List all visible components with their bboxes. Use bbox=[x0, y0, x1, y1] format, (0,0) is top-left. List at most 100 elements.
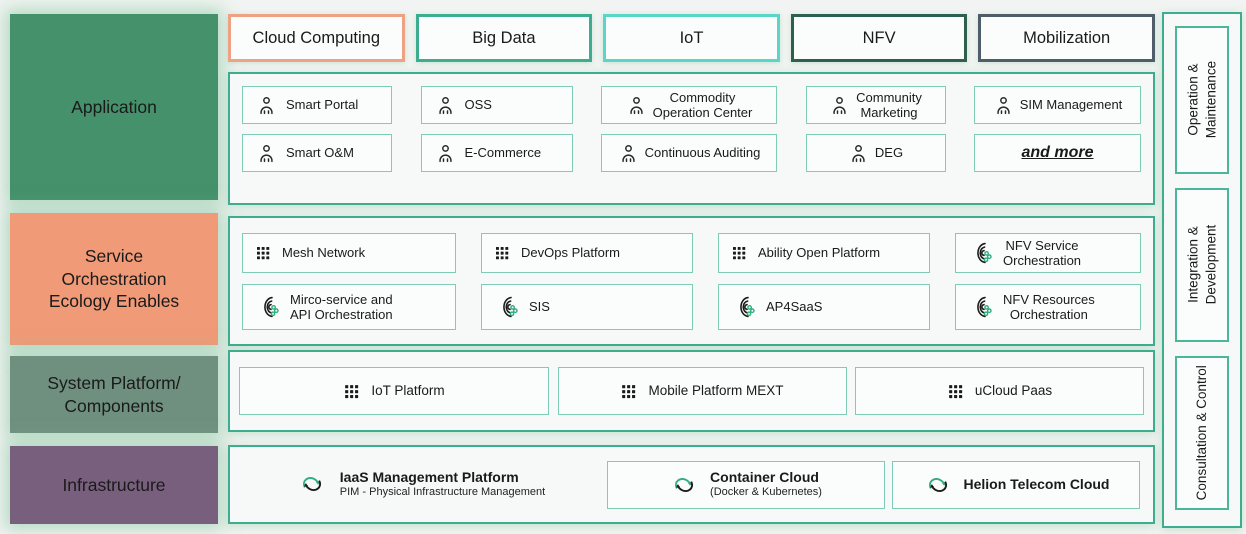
grid-icon bbox=[343, 383, 360, 400]
application-section: Smart Portal OSS Commodity Operation Cen… bbox=[228, 72, 1155, 205]
category-label: Infrastructure bbox=[62, 474, 166, 495]
tab-mobilization: Mobilization bbox=[978, 14, 1155, 62]
user-icon bbox=[626, 95, 647, 116]
grid-icon bbox=[494, 245, 510, 261]
grid-icon bbox=[947, 383, 964, 400]
tab-label: Big Data bbox=[472, 28, 536, 47]
app-item-deg: DEG bbox=[805, 134, 946, 172]
sys-item-mobile-platform-mext: Mobile Platform MEXT bbox=[557, 367, 847, 415]
tab-cloud-computing: Cloud Computing bbox=[228, 14, 405, 62]
lifecycle-column: Operation & Maintenance Integration & De… bbox=[1162, 12, 1242, 528]
item-label: Continuous Auditing bbox=[644, 145, 761, 161]
cloud-sync-icon bbox=[297, 471, 327, 497]
category-label: System Platform/ Components bbox=[47, 372, 181, 416]
app-item-sim-management: SIM Management bbox=[974, 86, 1141, 124]
tab-label: NFV bbox=[862, 28, 896, 47]
svc-item-ability-open-platform: Ability Open Platform bbox=[718, 233, 930, 273]
category-label: Service Orchestration Ecology Enables bbox=[48, 245, 180, 312]
category-infrastructure: Infrastructure bbox=[10, 446, 218, 524]
grid-icon bbox=[255, 245, 271, 261]
category-application: Application bbox=[10, 14, 218, 200]
item-label: IoT Platform bbox=[371, 383, 445, 399]
svc-item-nfv-resources-orchestration: NFV Resources Orchestration bbox=[955, 284, 1141, 330]
orchestration-icon bbox=[968, 241, 992, 265]
svc-item-devops-platform: DevOps Platform bbox=[481, 233, 693, 273]
lifecycle-integration-development: Integration & Development bbox=[1175, 188, 1229, 342]
item-label: AP4SaaS bbox=[766, 299, 823, 315]
user-icon bbox=[256, 95, 277, 116]
tab-label: IoT bbox=[679, 28, 704, 47]
user-icon bbox=[435, 143, 456, 164]
cloud-sync-icon bbox=[669, 472, 699, 498]
app-item-and-more: and more bbox=[974, 134, 1141, 172]
orchestration-icon bbox=[255, 295, 279, 319]
app-item-e-commerce: E-Commerce bbox=[420, 134, 573, 172]
item-label: Mesh Network bbox=[282, 245, 366, 261]
lifecycle-operation-maintenance: Operation & Maintenance bbox=[1175, 26, 1229, 174]
orchestration-icon bbox=[968, 295, 992, 319]
orchestration-icon bbox=[494, 295, 518, 319]
svc-item-microservice-api-orchestration: Mirco-service and API Orchestration bbox=[242, 284, 456, 330]
cloud-sync-icon bbox=[923, 472, 953, 498]
tab-iot: IoT bbox=[603, 14, 780, 62]
app-item-oss: OSS bbox=[420, 86, 573, 124]
orchestration-icon bbox=[731, 295, 755, 319]
item-title: Container Cloud bbox=[710, 469, 819, 486]
category-service-orchestration: Service Orchestration Ecology Enables bbox=[10, 213, 218, 345]
infra-item-container-cloud: Container Cloud(Docker & Kubernetes) bbox=[606, 460, 885, 509]
category-label: Application bbox=[71, 96, 157, 117]
item-label: and more bbox=[1021, 143, 1094, 161]
tab-label: Mobilization bbox=[1023, 28, 1111, 47]
infra-item-helion-telecom-cloud: Helion Telecom Cloud bbox=[892, 460, 1140, 509]
item-subtitle: PIM - Physical Infrastructure Management bbox=[339, 486, 546, 499]
svc-item-nfv-service-orchestration: NFV Service Orchestration bbox=[955, 233, 1141, 273]
category-system-platform: System Platform/ Components bbox=[10, 356, 218, 433]
vertical-label: Integration & Development bbox=[1185, 225, 1218, 305]
user-icon bbox=[993, 95, 1014, 116]
svc-item-sis: SIS bbox=[481, 284, 693, 330]
tab-big-data: Big Data bbox=[415, 14, 593, 62]
item-label: Mobile Platform MEXT bbox=[648, 383, 784, 399]
tab-nfv: NFV bbox=[790, 14, 968, 62]
system-platform-section: IoT Platform Mobile Platform MEXT uCloud… bbox=[228, 350, 1155, 432]
item-label: DEG bbox=[874, 145, 904, 161]
user-icon bbox=[618, 143, 639, 164]
vertical-label: Operation & Maintenance bbox=[1185, 61, 1218, 139]
app-item-commodity-operation-center: Commodity Operation Center bbox=[601, 86, 777, 124]
item-label: uCloud Paas bbox=[974, 383, 1053, 399]
sys-item-iot-platform: IoT Platform bbox=[239, 367, 549, 415]
item-label: Smart Portal bbox=[286, 97, 359, 113]
item-title: IaaS Management Platform bbox=[339, 469, 519, 486]
svc-item-ap4saas: AP4SaaS bbox=[718, 284, 930, 330]
item-label: NFV Service Orchestration bbox=[1003, 237, 1082, 268]
item-title: Helion Telecom Cloud bbox=[963, 476, 1110, 493]
item-label: OSS bbox=[464, 97, 492, 113]
item-label: E-Commerce bbox=[464, 145, 542, 161]
item-label: Mirco-service and API Orchestration bbox=[290, 291, 393, 322]
grid-icon bbox=[620, 383, 637, 400]
item-label: Smart O&M bbox=[286, 145, 354, 161]
user-icon bbox=[256, 143, 277, 164]
item-label: DevOps Platform bbox=[521, 245, 620, 261]
user-icon bbox=[848, 143, 869, 164]
service-orchestration-section: Mesh Network DevOps Platform Ability Ope… bbox=[228, 216, 1155, 346]
item-subtitle: (Docker & Kubernetes) bbox=[710, 486, 822, 499]
svc-item-mesh-network: Mesh Network bbox=[242, 233, 456, 273]
app-item-smart-om: Smart O&M bbox=[242, 134, 392, 172]
item-label: NFV Resources Orchestration bbox=[1003, 291, 1095, 322]
item-label: Community Marketing bbox=[856, 89, 922, 120]
item-label: SIS bbox=[529, 299, 550, 315]
app-item-community-marketing: Community Marketing bbox=[805, 86, 946, 124]
app-item-smart-portal: Smart Portal bbox=[242, 86, 392, 124]
tab-label: Cloud Computing bbox=[252, 28, 381, 47]
grid-icon bbox=[731, 245, 747, 261]
item-label: Commodity Operation Center bbox=[652, 89, 753, 120]
user-icon bbox=[829, 95, 850, 116]
app-item-continuous-auditing: Continuous Auditing bbox=[601, 134, 777, 172]
user-icon bbox=[435, 95, 456, 116]
lifecycle-consultation-control: Consultation & Control bbox=[1175, 356, 1229, 510]
vertical-label: Consultation & Control bbox=[1194, 365, 1210, 501]
